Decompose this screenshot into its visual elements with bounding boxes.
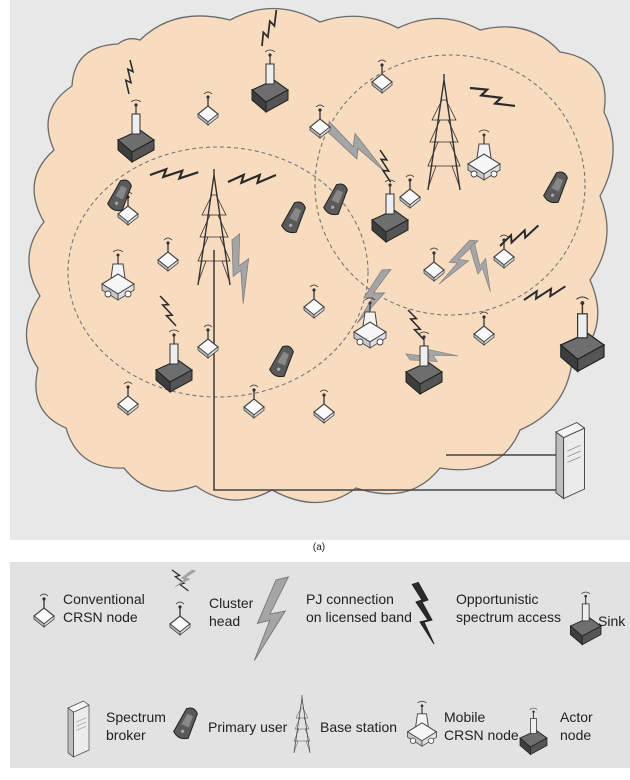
legend-label-primary-user: Primary user [208,719,288,735]
spectrum-broker-icon [68,701,89,757]
legend-label-sink: Sink [598,613,626,629]
figure-caption: (a) [313,542,325,553]
legend-label-base-station: Base station [320,719,397,735]
spectrum-broker [556,423,585,499]
